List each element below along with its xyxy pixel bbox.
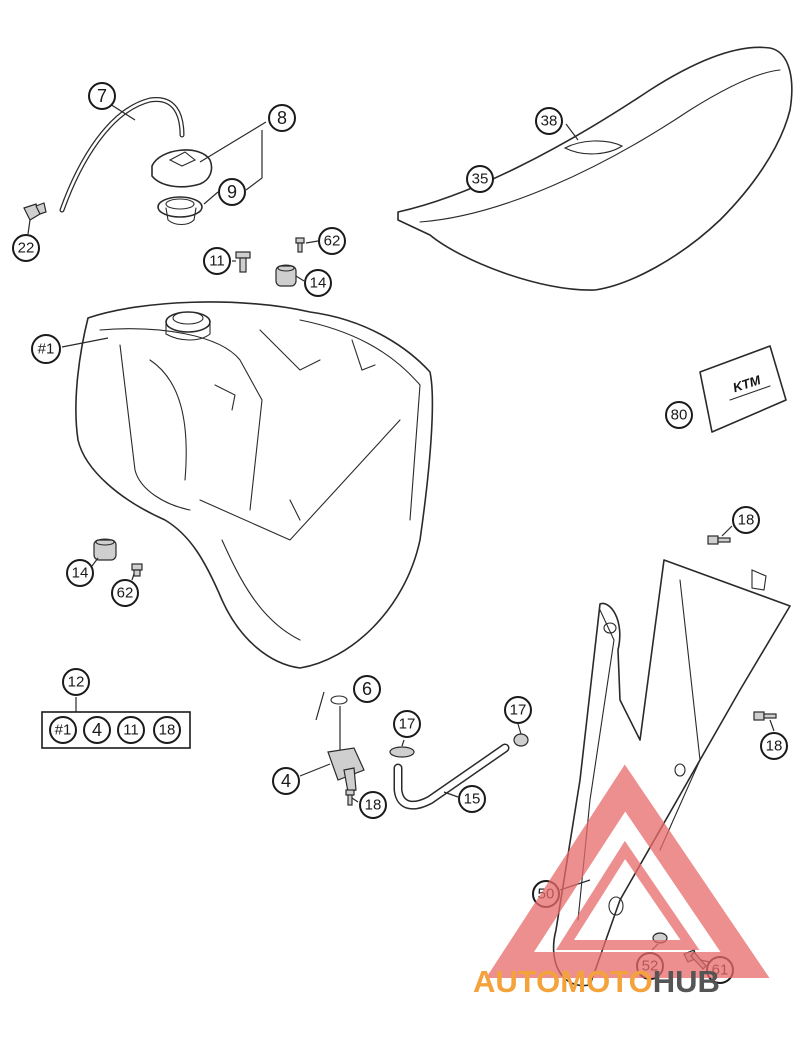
callout-62-top: 62 — [318, 227, 346, 255]
svg-text:62: 62 — [117, 585, 134, 602]
callout-9: 9 — [218, 178, 246, 206]
svg-text:38: 38 — [541, 113, 558, 130]
breather-hose-inner — [60, 98, 184, 212]
svg-text:22: 22 — [18, 240, 35, 257]
kit-12-item-11: 11 — [117, 716, 145, 744]
screw-part-18-upper-right — [707, 535, 731, 545]
hose-clamp-part-17-a — [389, 746, 415, 758]
hose-fitting-part-22 — [23, 202, 47, 221]
svg-text:8: 8 — [277, 108, 287, 128]
bushing-part-14-bottom — [93, 538, 117, 561]
callout-1: #1 — [31, 334, 61, 364]
watermark-logo — [486, 764, 770, 978]
callout-11-top: 11 — [203, 247, 231, 275]
callout-22: 22 — [12, 234, 40, 262]
bushing-part-14-top — [275, 264, 297, 287]
screw-part-62-top — [295, 237, 305, 253]
callout-4: 4 — [272, 767, 300, 795]
watermark-part-2: HUB — [653, 964, 720, 999]
svg-text:7: 7 — [97, 86, 107, 106]
kit-12-item-1: #1 — [49, 716, 77, 744]
callout-18-tap: 18 — [359, 791, 387, 819]
svg-text:18: 18 — [365, 797, 382, 814]
svg-text:6: 6 — [362, 679, 372, 699]
svg-text:#1: #1 — [38, 341, 55, 358]
svg-text:15: 15 — [464, 791, 481, 808]
fuel-cap-part-8 — [151, 149, 213, 188]
o-ring-part-6 — [330, 695, 348, 705]
svg-text:#1: #1 — [55, 722, 72, 739]
svg-text:17: 17 — [510, 702, 527, 719]
svg-text:18: 18 — [766, 738, 783, 755]
svg-text:18: 18 — [159, 722, 176, 739]
svg-text:80: 80 — [671, 407, 688, 424]
watermark-part-1: AUTOMOTO — [473, 964, 653, 999]
svg-text:4: 4 — [281, 771, 291, 791]
leader-lines — [27, 103, 775, 963]
fuel-tap-part-4 — [327, 706, 365, 793]
screw-part-18-tap — [345, 789, 355, 806]
hose-clamp-part-17-b — [513, 733, 529, 747]
tank-spoiler-part-50 — [552, 559, 791, 987]
callout-7: 7 — [88, 82, 116, 110]
kit-12-item-4: 4 — [83, 716, 111, 744]
svg-text:18: 18 — [738, 512, 755, 529]
svg-text:4: 4 — [92, 720, 102, 740]
callout-80: 80 — [665, 401, 693, 429]
callout-62-bottom: 62 — [111, 579, 139, 607]
callout-17-b: 17 — [504, 696, 532, 724]
callout-35: 35 — [466, 165, 494, 193]
svg-text:11: 11 — [123, 722, 139, 739]
callout-17-a: 17 — [393, 710, 421, 738]
svg-text:12: 12 — [68, 674, 85, 691]
svg-text:11: 11 — [209, 253, 225, 270]
screw-part-18-right — [753, 711, 777, 721]
watermark-text: AUTOMOTOHUB — [473, 964, 720, 999]
seat-part-35 — [397, 46, 793, 291]
fuel-tank-part-1 — [75, 301, 434, 669]
callout-18-upper-right: 18 — [732, 506, 760, 534]
callout-14-top: 14 — [304, 269, 332, 297]
svg-text:17: 17 — [399, 716, 416, 733]
svg-text:35: 35 — [472, 171, 489, 188]
tank-decal-part-80: KTM — [699, 345, 787, 433]
screw-part-11-top — [235, 251, 251, 273]
callout-14-bottom: 14 — [66, 559, 94, 587]
callout-8: 8 — [268, 104, 296, 132]
kit-12-item-18: 18 — [153, 716, 181, 744]
callout-12: 12 — [62, 668, 90, 696]
callout-15: 15 — [458, 785, 486, 813]
cap-seal-part-9 — [157, 196, 203, 226]
callout-38: 38 — [535, 107, 563, 135]
callout-18-right: 18 — [760, 732, 788, 760]
svg-text:14: 14 — [310, 275, 327, 292]
screw-part-62-bottom — [131, 563, 143, 577]
fuel-hose-inner — [395, 745, 508, 809]
svg-text:9: 9 — [227, 182, 237, 202]
svg-text:62: 62 — [324, 233, 341, 250]
callout-6: 6 — [353, 675, 381, 703]
svg-text:AUTOMOTOHUB: AUTOMOTOHUB — [473, 964, 720, 999]
svg-text:14: 14 — [72, 565, 89, 582]
